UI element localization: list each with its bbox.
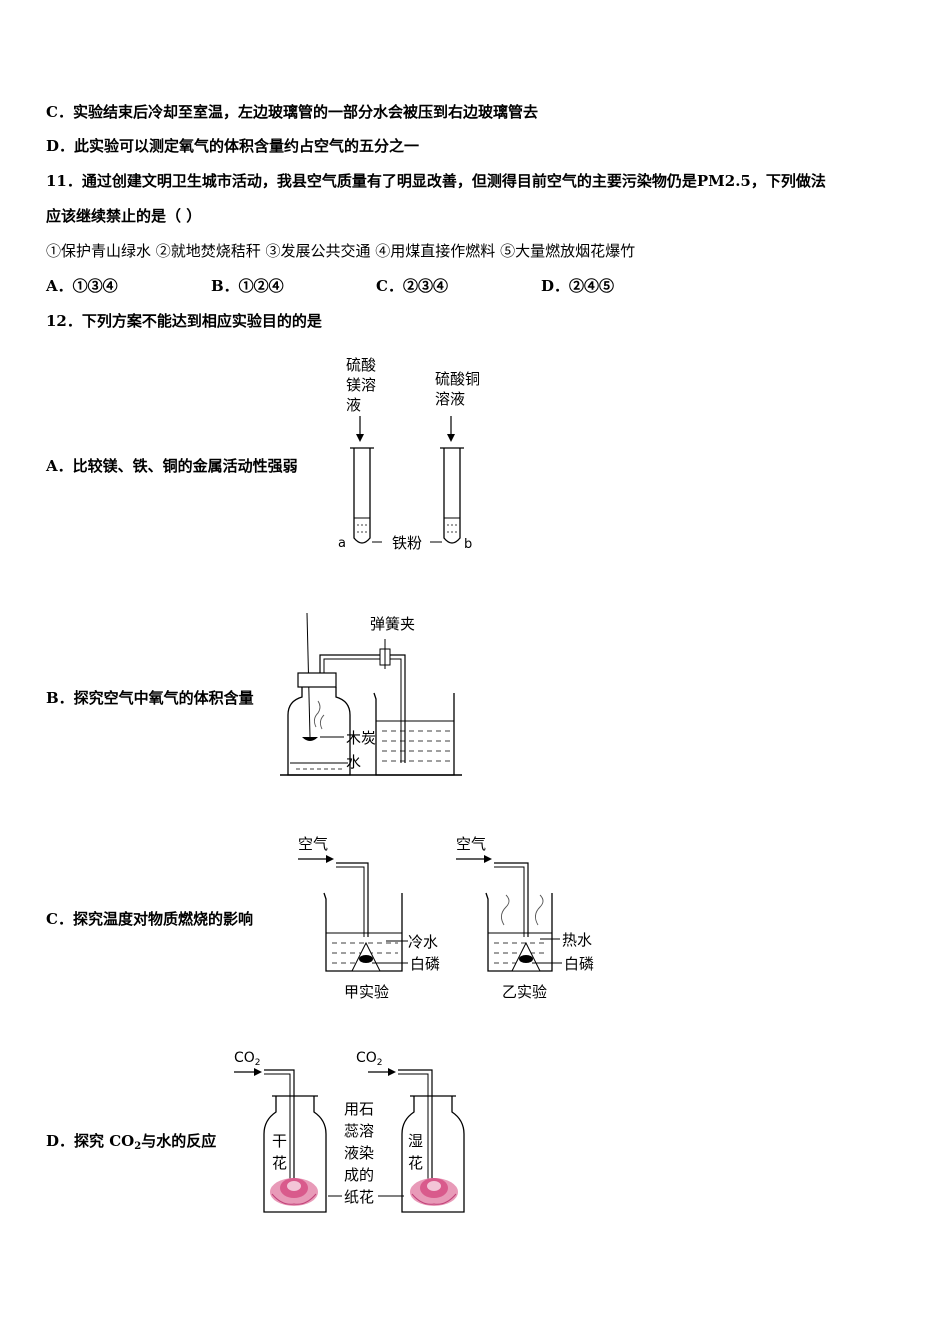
combustion-spoon — [302, 737, 318, 741]
q11-option-d: D．②④⑤ — [541, 277, 615, 295]
test-tube-b — [443, 448, 461, 544]
arrow-right-icon — [484, 855, 492, 863]
figure-b-oxygen-apparatus: 弹簧夹 木炭 水 — [280, 612, 462, 776]
test-tube-a — [353, 448, 371, 544]
q11-option-b: B．①②④ — [211, 277, 284, 295]
wet-flower-char1: 湿 — [408, 1132, 423, 1150]
middle-label-line1: 用石 — [344, 1100, 374, 1118]
water-label: 水 — [346, 753, 361, 771]
question-12-stem: 12．下列方案不能达到相应实验目的的是 — [46, 312, 322, 330]
stopper — [297, 672, 337, 688]
arrow-right-icon — [388, 1068, 396, 1076]
white-phosphorus-1 — [359, 955, 373, 963]
figure-a-test-tubes: 硫酸 镁溶 液 硫酸铜 溶液 a b 铁粉 — [338, 356, 480, 552]
dry-flower-char1: 干 — [272, 1132, 287, 1150]
middle-label-line2: 蕊溶 — [344, 1122, 374, 1140]
option-c-text: C．实验结束后冷却至室温，左边玻璃管的一部分水会被压到右边玻璃管去 — [46, 103, 538, 121]
spring-clip-label: 弹簧夹 — [370, 615, 415, 633]
figure-d-co2-flowers: CO2 干 花 用石 蕊溶 液染 成的 纸花 CO2 湿 花 — [234, 1050, 465, 1213]
question-11-stem-line2: 应该继续禁止的是（ ） — [46, 207, 202, 225]
charcoal-label: 木炭 — [346, 729, 376, 747]
gas-bottle — [287, 687, 351, 776]
experiment-yi-label: 乙实验 — [502, 983, 547, 1001]
phosphorus-label-2: 白磷 — [564, 955, 594, 973]
wet-flower-char2: 花 — [408, 1154, 423, 1172]
q12-option-a-label: A．比较镁、铁、铜的金属活动性强弱 — [46, 457, 298, 475]
tube-b-label: b — [464, 537, 472, 552]
arrow-right-icon — [326, 855, 334, 863]
iron-powder-label: 铁粉 — [392, 534, 422, 552]
bottle-wet — [401, 1096, 465, 1213]
figure-c-combustion-experiments: 空气 冷水 白磷 甲实验 空气 热水 白磷 乙实验 — [298, 835, 594, 1001]
middle-label-line5: 纸花 — [344, 1188, 374, 1206]
reagent-right-line1: 硫酸铜 — [435, 370, 480, 388]
q12-option-c-label: C．探究温度对物质燃烧的影响 — [46, 910, 253, 928]
q12-option-b-label: B．探究空气中氧气的体积含量 — [46, 689, 254, 707]
flower-icon — [270, 1178, 318, 1206]
dry-flower-char2: 花 — [272, 1154, 287, 1172]
reagent-left-line1: 硫酸 — [346, 356, 376, 374]
reagent-left-line2: 镁溶 — [346, 376, 376, 394]
bottle-dry — [263, 1096, 327, 1213]
q11-option-c: C．②③④ — [376, 277, 448, 295]
beaker-cold — [323, 892, 403, 972]
white-phosphorus-2 — [519, 955, 533, 963]
question-11-stem-line1: 11．通过创建文明卫生城市活动，我县空气质量有了明显改善，但测得目前空气的主要污… — [46, 172, 826, 190]
q11-option-a: A．①③④ — [46, 277, 118, 295]
tube-a-label: a — [338, 536, 346, 551]
middle-label-line3: 液染 — [344, 1144, 374, 1162]
phosphorus-label-1: 白磷 — [410, 955, 440, 973]
beaker-hot — [485, 892, 553, 972]
flower-icon — [410, 1178, 458, 1206]
air-label-2: 空气 — [456, 835, 486, 853]
co2-label-2: CO2 — [356, 1050, 383, 1068]
middle-label-line4: 成的 — [344, 1166, 374, 1184]
hot-water-label: 热水 — [562, 931, 592, 949]
option-d-text: D．此实验可以测定氧气的体积含量约占空气的五分之一 — [46, 137, 420, 155]
cold-water-label: 冷水 — [408, 933, 438, 951]
q12-option-d-label: D．探究 CO2与水的反应 — [46, 1132, 217, 1152]
question-11-items: ①保护青山绿水 ②就地焚烧秸秆 ③发展公共交通 ④用煤直接作燃料 ⑤大量燃放烟花… — [46, 242, 636, 260]
arrow-down-icon — [447, 434, 455, 442]
reagent-left-line3: 液 — [346, 396, 361, 414]
arrow-right-icon — [254, 1068, 262, 1076]
experiment-jia-label: 甲实验 — [344, 983, 389, 1001]
beaker — [373, 692, 455, 776]
co2-label-1: CO2 — [234, 1050, 261, 1068]
arrow-down-icon — [356, 434, 364, 442]
air-label-1: 空气 — [298, 835, 328, 853]
reagent-right-line2: 溶液 — [435, 390, 465, 408]
